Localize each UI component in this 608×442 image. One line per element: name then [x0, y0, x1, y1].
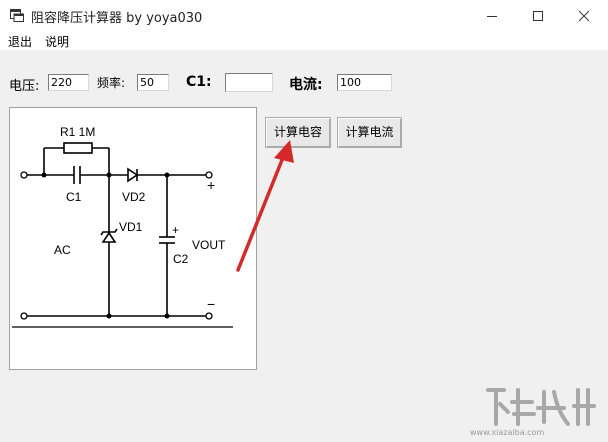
terminal-plus: [205, 171, 213, 179]
calc-current-button[interactable]: 计算电流: [337, 117, 402, 148]
current-input[interactable]: 100: [337, 74, 392, 91]
current-label: 电流:: [289, 77, 323, 93]
plus-label: +: [207, 177, 215, 193]
c1-input[interactable]: [225, 73, 273, 92]
r1-label: R1 1M: [60, 125, 95, 139]
vd1-label: VD1: [119, 220, 143, 234]
vd2-label: VD2: [122, 190, 146, 204]
menu-exit[interactable]: 退出: [8, 35, 33, 49]
minus-label: −: [207, 296, 215, 312]
window-title: 阻容降压计算器 by yoya030: [31, 11, 203, 26]
watermark-domain: www.xiazaiba.com: [470, 428, 545, 437]
c2-label: C2: [173, 252, 189, 266]
r1-resistor: [63, 142, 93, 154]
c1-circuit-label: C1: [66, 190, 82, 204]
menu-bar: 退出 说明: [0, 31, 608, 50]
minimize-button[interactable]: [469, 0, 515, 31]
app-icon: [10, 9, 24, 22]
watermark-logo-icon: [486, 388, 596, 426]
c1-label: C1:: [186, 74, 212, 90]
calc-capacitance-button[interactable]: 计算电容: [265, 117, 331, 148]
voltage-input[interactable]: 220: [48, 74, 89, 91]
close-button[interactable]: [561, 0, 607, 31]
annotation-arrow-icon: [236, 140, 294, 272]
terminal-minus: [205, 312, 213, 320]
terminal-ac-bottom: [20, 312, 28, 320]
maximize-icon: [533, 11, 543, 21]
ac-label: AC: [54, 243, 71, 257]
maximize-button[interactable]: [515, 0, 561, 31]
terminal-ac-top: [20, 171, 28, 179]
vd2-diode: [127, 167, 139, 183]
frequency-label: 频率:: [97, 76, 126, 90]
circuit-diagram-panel: R1 1M C1 VD2 VD1 AC + VOUT C2 + −: [9, 107, 257, 370]
frequency-input[interactable]: 50: [137, 74, 169, 91]
close-icon: [578, 10, 590, 22]
title-bar[interactable]: 阻容降压计算器 by yoya030: [0, 0, 608, 31]
circuit-diagram: R1 1M C1 VD2 VD1 AC + VOUT C2 + −: [12, 125, 233, 328]
vout-label: VOUT: [192, 238, 226, 252]
voltage-label: 电压:: [9, 79, 40, 94]
menu-help[interactable]: 说明: [45, 35, 70, 49]
minimize-icon: [487, 16, 497, 17]
vd1-zener-diode: [101, 231, 117, 243]
c2-plus-label: +: [172, 223, 179, 237]
